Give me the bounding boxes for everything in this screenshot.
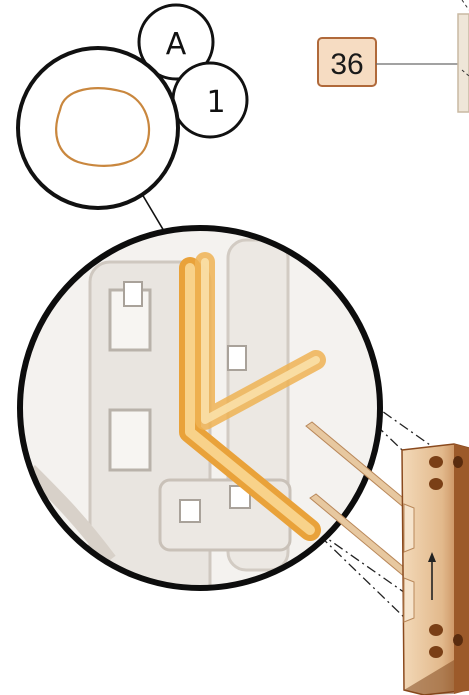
part-stub-top-right — [458, 0, 469, 112]
part-detail-circle — [18, 48, 178, 208]
step-number: 36 — [330, 48, 363, 81]
wooden-post — [402, 444, 469, 695]
part-letter: A — [166, 27, 187, 62]
quantity-label: 1 — [206, 85, 225, 120]
quantity-callout: 1 — [173, 63, 247, 137]
step-badge: 36 — [318, 38, 458, 86]
